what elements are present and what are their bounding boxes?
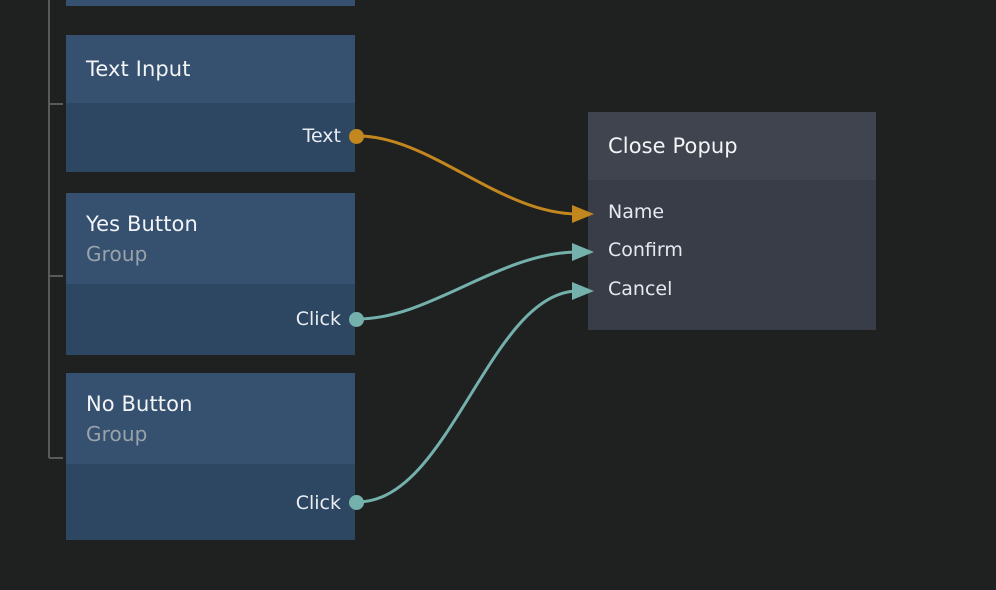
arrowhead-name	[572, 205, 594, 223]
node-yes-button-body: Click	[66, 284, 355, 355]
port-label-name[interactable]: Name	[608, 201, 665, 223]
node-no-button[interactable]: No Button Group Click	[66, 373, 355, 540]
wire-text-to-name[interactable]	[356, 134, 580, 216]
port-label-click[interactable]: Click	[295, 308, 341, 330]
port-socket-no-click-output[interactable]	[349, 495, 364, 510]
wire-yes-click-to-confirm[interactable]	[356, 250, 580, 321]
clipped-node-top[interactable]	[66, 0, 355, 6]
wire-no-click-to-cancel[interactable]	[356, 289, 580, 504]
arrowhead-cancel	[572, 282, 594, 300]
node-title: Text Input	[86, 57, 191, 81]
node-close-popup-body: Name Confirm Cancel	[588, 180, 876, 330]
port-label-text[interactable]: Text	[302, 125, 341, 147]
node-close-popup[interactable]: Close Popup Name Confirm Cancel	[588, 112, 876, 330]
node-text-input-header[interactable]: Text Input	[66, 35, 355, 103]
port-label-click[interactable]: Click	[295, 492, 341, 514]
arrowhead-confirm	[572, 243, 594, 261]
node-title: No Button	[86, 392, 193, 416]
node-title: Close Popup	[608, 134, 738, 158]
port-socket-text-output[interactable]	[349, 129, 364, 144]
port-socket-yes-click-output[interactable]	[349, 312, 364, 327]
node-yes-button-header[interactable]: Yes Button Group	[66, 193, 355, 284]
node-text-input-body: Text	[66, 103, 355, 172]
port-label-confirm[interactable]: Confirm	[608, 239, 683, 261]
node-subtitle: Group	[86, 242, 148, 266]
node-subtitle: Group	[86, 422, 148, 446]
node-yes-button[interactable]: Yes Button Group Click	[66, 193, 355, 355]
node-title: Yes Button	[86, 212, 198, 236]
node-text-input[interactable]: Text Input Text	[66, 35, 355, 172]
node-no-button-body: Click	[66, 464, 355, 540]
node-close-popup-header[interactable]: Close Popup	[588, 112, 876, 180]
node-no-button-header[interactable]: No Button Group	[66, 373, 355, 464]
port-label-cancel[interactable]: Cancel	[608, 278, 673, 300]
